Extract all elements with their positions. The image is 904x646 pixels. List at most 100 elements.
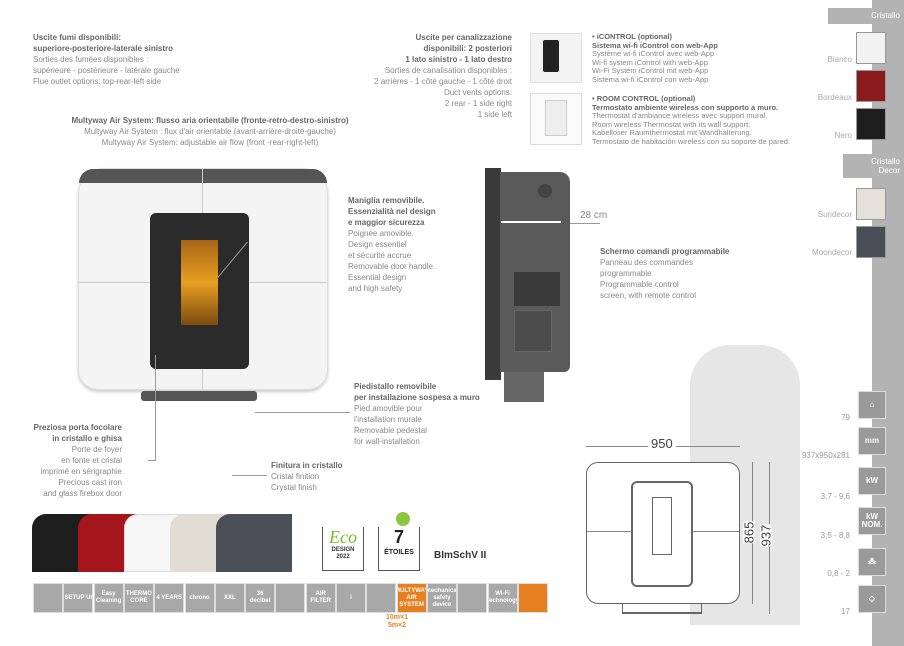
- stove-front-image: [78, 168, 328, 390]
- ducts-title: disponibili: 2 posteriori: [423, 44, 512, 53]
- swatch-moondecor[interactable]: [856, 226, 886, 258]
- pedestal-line: l'installation murale: [354, 415, 422, 424]
- feature-icon: SETUP UI: [63, 583, 94, 613]
- pellet-icon: ⁂: [858, 548, 886, 576]
- ecodesign-badge: Eco DESIGN 2022: [322, 527, 364, 571]
- callout-line: [148, 460, 156, 461]
- roomcontrol-line: Termostato de habitación wireless con su…: [592, 136, 791, 146]
- callout-line: [155, 355, 156, 461]
- multyway-line: Multyway Air System: adjustable air flow…: [101, 138, 319, 147]
- eco-sub: DESIGN: [331, 547, 355, 553]
- stars-badge: 7 ÉTOILES: [378, 527, 420, 571]
- ducts-line: 2 rear - 1 side right: [444, 99, 512, 108]
- swatch-bianco[interactable]: [856, 32, 886, 64]
- feature-icon: [33, 583, 63, 613]
- pedestal-line: Removable pedestal: [354, 426, 427, 435]
- swatch-nero[interactable]: [856, 108, 886, 140]
- roomcontrol-line: Room wireless Thermostat with its wall s…: [592, 119, 751, 129]
- feature-icon: XXL: [214, 583, 245, 613]
- finish-line: Cristal finition: [271, 472, 320, 481]
- pedestal-text: Piedistallo removibile per installazione…: [354, 381, 480, 447]
- duct-length: 10m×1: [386, 614, 408, 621]
- spec-value: 3,7 - 9,6: [820, 492, 850, 501]
- flue-outlets-text: Uscite fumi disponibili: superiore-poste…: [33, 32, 180, 87]
- pedestal-line: for wall-installation: [354, 437, 420, 446]
- roomcontrol-image: [530, 93, 582, 145]
- feature-icon: [275, 583, 306, 613]
- flue-title: Uscite fumi disponibili:: [33, 33, 122, 42]
- feature-icon: Easy Cleaning: [93, 583, 124, 613]
- roomcontrol-title: • ROOM CONTROL (optional): [592, 94, 696, 103]
- dimension-drawing: [586, 462, 740, 604]
- swatch-sundecor[interactable]: [856, 188, 886, 220]
- finish-text: Finitura in cristallo Cristal finition C…: [271, 460, 343, 493]
- flue-line: Flue outlet options: top-rear-left side: [33, 77, 162, 86]
- door-line: imprimé en sérigraphie: [40, 467, 122, 476]
- drawing-pedestal: [622, 604, 702, 614]
- screen-text: Schermo comandi programmabile Panneau de…: [600, 246, 729, 301]
- door-title: in cristallo e ghisa: [52, 434, 122, 443]
- feature-icon: mechanical safety device: [426, 583, 457, 613]
- feature-icon: 4 YEARS: [154, 583, 185, 613]
- handle-line: and high safety: [348, 284, 403, 293]
- spec-icon-label: kW NOM.: [861, 512, 883, 529]
- pedestal-title: per installazione sospesa a muro: [354, 393, 480, 402]
- roomcontrol-line: Thermostat d'ambiance wireless avec supp…: [592, 111, 768, 120]
- kw-nominal-icon: kW NOM.: [858, 507, 886, 535]
- hopper-icon: ◇: [858, 585, 886, 613]
- icontrol-image: [530, 33, 582, 83]
- ducts-title: Uscite per canalizzazione: [415, 33, 512, 42]
- feature-icon: [517, 583, 548, 613]
- icontrol-line: Sistema wi-fi iControl con web-App: [592, 74, 709, 84]
- feature-icon: [366, 583, 397, 613]
- sun-icon: [396, 512, 410, 526]
- decor-header-line: Decor: [878, 166, 900, 175]
- ducts-line: Sorties de canalisation disponibles :: [384, 66, 512, 75]
- callout-line: [255, 412, 350, 413]
- pedestal-title: Piedistallo removibile: [354, 382, 437, 391]
- swatch-label: Moondecor: [811, 248, 852, 257]
- door-line: Porte de foyer: [71, 445, 122, 454]
- handle-line: Poignée amovible.: [348, 229, 414, 238]
- swatch-label: Sundecor: [817, 210, 852, 219]
- swatch-label: Bianco: [827, 55, 852, 64]
- depth-label: 28 cm: [580, 210, 608, 221]
- handle-line: Removable door handle.: [348, 262, 436, 271]
- swatch-bordeaux[interactable]: [856, 70, 886, 102]
- feature-icon: 36 decibel: [245, 583, 276, 613]
- door-line: and glass firebox door: [43, 489, 122, 498]
- screen-title: Schermo comandi programmabile: [600, 247, 730, 256]
- multyway-text: Multyway Air System: flusso aria orienta…: [40, 115, 380, 148]
- ducts-title: 1 lato sinistro - 1 lato destro: [405, 55, 512, 64]
- multyway-title: Multyway Air System: flusso aria orienta…: [71, 116, 349, 125]
- door-line: Precious cast iron: [58, 478, 122, 487]
- feature-icon: chrono: [184, 583, 215, 613]
- screen-line: Programmable control: [600, 280, 679, 289]
- screen-line: Panneau des commandes: [600, 258, 693, 267]
- roomcontrol-line: Kabelloser Raumthermostat mit Wandhalter…: [592, 128, 752, 137]
- handle-line: Essential design: [348, 273, 407, 282]
- width-dimension: 950: [648, 437, 676, 450]
- spec-value: 3,5 - 8,8: [820, 531, 850, 540]
- height-inner-dimension: 865: [741, 521, 757, 544]
- roomcontrol-text: • ROOM CONTROL (optional) Termostato amb…: [592, 94, 791, 146]
- handle-title: Maniglia removibile.: [348, 196, 425, 205]
- handle-text: Maniglia removibile. Essenzialità nel de…: [348, 195, 436, 294]
- screen-line: programmable: [600, 269, 652, 278]
- flue-line: Sorties des fumées disponibles :: [33, 55, 149, 64]
- feature-icon: [457, 583, 488, 613]
- icontrol-line: Système wi-fi iControl avec web-App: [592, 49, 715, 58]
- handle-title: Essenzialità nel design: [348, 207, 436, 216]
- icontrol-line: Wi-Fi System iControl mit web-App: [592, 66, 709, 75]
- ducts-text: Uscite per canalizzazione disponibili: 2…: [300, 32, 512, 120]
- stove-side-glass: [485, 168, 501, 380]
- feature-icon: THERMO CORE: [123, 583, 154, 613]
- pedestal-line: Pied amovible pour: [354, 404, 423, 413]
- icontrol-title: • iCONTROL (optional): [592, 32, 672, 41]
- decor-header-line: Cristallo: [871, 157, 900, 166]
- icontrol-line: Wi-fi system iControl with web-App: [592, 57, 708, 67]
- icontrol-subtitle: Sistema wi-fi iControl con web-App: [592, 40, 718, 50]
- duct-lengths: 10m×1 5m×2: [380, 614, 414, 630]
- spec-icon-label: kW: [866, 476, 878, 485]
